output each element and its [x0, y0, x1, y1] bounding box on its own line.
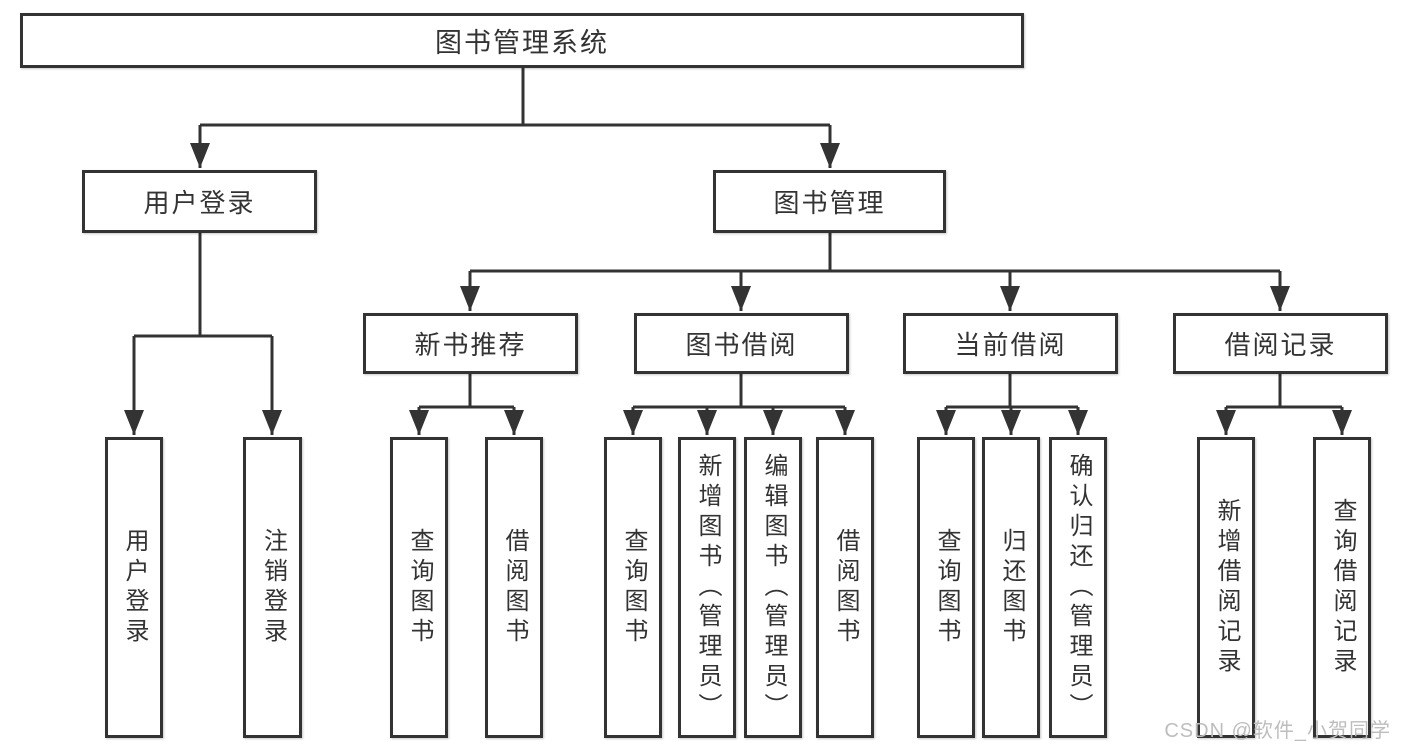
leaf-confirm-return-admin: 确认归还（管理员）: [1049, 437, 1107, 738]
leaf-label: 查询图书: [620, 527, 647, 648]
node-book-management: 图书管理: [713, 170, 946, 233]
leaf-add-borrow-record: 新增借阅记录: [1197, 437, 1255, 738]
connector-borrow-records-children: [1216, 374, 1352, 435]
node-label: 当前借阅: [954, 330, 1067, 360]
leaf-label: 新增图书（管理员）: [694, 452, 721, 723]
leaf-label: 确认归还（管理员）: [1065, 452, 1092, 723]
leaf-borrow-books: 借阅图书: [816, 437, 874, 738]
node-label: 图书管理系统: [435, 28, 609, 58]
connector-book-management-children: [460, 233, 1290, 311]
leaf-label: 借阅图书: [501, 527, 528, 648]
node-book-borrowing: 图书借阅: [634, 313, 849, 374]
leaf-label: 用户登录: [121, 527, 148, 648]
node-new-book-recommendation: 新书推荐: [363, 313, 578, 374]
leaf-edit-books-admin: 编辑图书（管理员）: [744, 437, 802, 738]
connector-current-borrow-children: [936, 374, 1088, 435]
leaf-label: 查询图书: [933, 527, 960, 648]
node-current-borrowing: 当前借阅: [903, 313, 1118, 374]
connector-new-book-children: [409, 374, 524, 435]
node-user-login: 用户登录: [82, 170, 317, 233]
leaf-query-books-current: 查询图书: [917, 437, 975, 738]
connector-user-login-children: [124, 233, 282, 435]
leaf-query-books-borrow: 查询图书: [604, 437, 662, 738]
connector-book-borrow-children: [623, 374, 855, 435]
leaf-logout: 注销登录: [243, 437, 302, 738]
leaf-label: 查询图书: [406, 527, 433, 648]
leaf-label: 归还图书: [998, 527, 1025, 648]
connector-root-to-level2: [190, 68, 840, 168]
node-label: 新书推荐: [414, 330, 527, 360]
leaf-query-books-recommend: 查询图书: [390, 437, 448, 738]
leaf-label: 新增借阅记录: [1213, 497, 1240, 678]
csdn-watermark: CSDN @软件_小贺同学: [1164, 720, 1391, 742]
node-label: 图书借阅: [685, 330, 798, 360]
node-label: 用户登录: [143, 188, 256, 218]
leaf-label: 查询借阅记录: [1329, 497, 1356, 678]
node-label: 借阅记录: [1224, 330, 1337, 360]
leaf-label: 编辑图书（管理员）: [760, 452, 787, 723]
node-library-management-system: 图书管理系统: [20, 13, 1024, 68]
node-label: 图书管理: [773, 188, 886, 218]
leaf-add-books-admin: 新增图书（管理员）: [678, 437, 736, 738]
leaf-user-login: 用户登录: [105, 437, 163, 738]
node-borrowing-records: 借阅记录: [1173, 313, 1388, 374]
leaf-label: 借阅图书: [832, 527, 859, 648]
leaf-borrow-books-recommend: 借阅图书: [485, 437, 543, 738]
leaf-label: 注销登录: [259, 527, 287, 648]
leaf-query-borrow-record: 查询借阅记录: [1313, 437, 1371, 738]
leaf-return-books: 归还图书: [982, 437, 1040, 738]
